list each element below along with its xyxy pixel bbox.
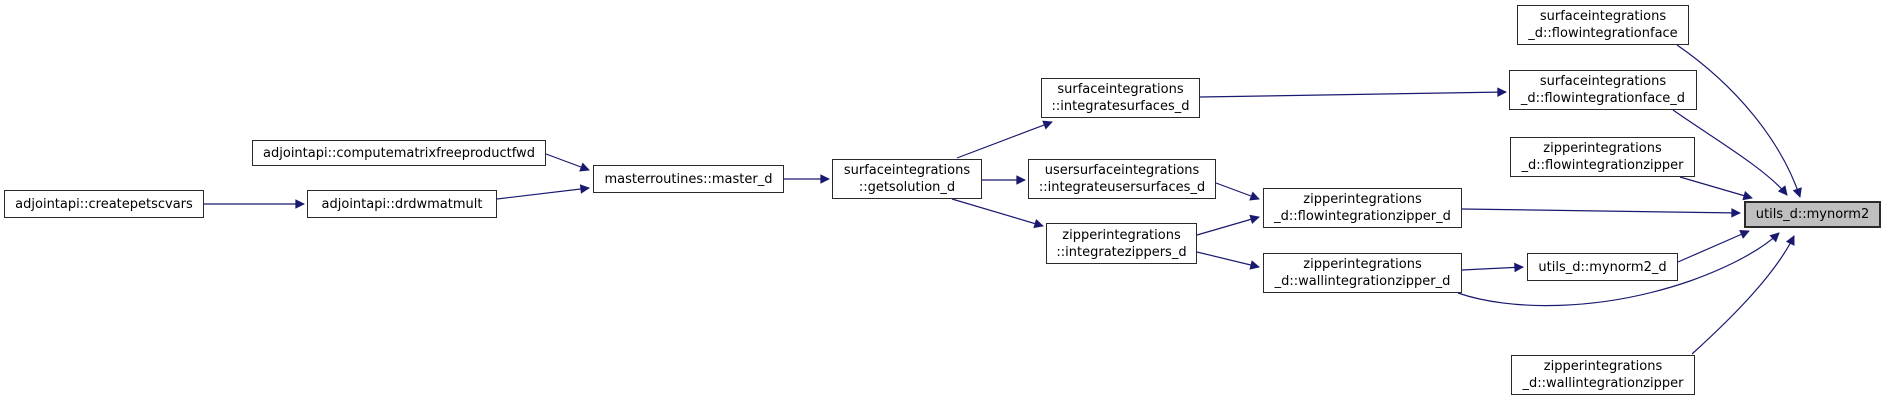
- node-adjointapi-computematrixfreeproductfwd[interactable]: adjointapi::computematrixfreeproductfwd: [252, 140, 546, 166]
- node-adjointapi-createpetscvars[interactable]: adjointapi::createpetscvars: [4, 190, 204, 218]
- edge-flowintegrationface-mynorm2: [1676, 44, 1802, 198]
- node-label-line2: _d::flowintegrationface: [1528, 26, 1678, 41]
- node-label-line2: ::integratezippers_d: [1056, 244, 1187, 260]
- node-label-line2: ::integratesurfaces_d: [1051, 99, 1190, 114]
- node-label-line1: surfaceintegrations: [1539, 9, 1667, 24]
- edge-wallintegrationzipper_d-mynorm2_d: [1461, 262, 1524, 273]
- node-label-line2: _d::wallintegrationzipper_d: [1274, 274, 1451, 289]
- edge-wallintegrationzipper-mynorm2: [1691, 235, 1795, 355]
- node-adjointapi-drdwmatmult[interactable]: adjointapi::drdwmatmult: [307, 190, 497, 218]
- node-label-line1: zipperintegrations: [1062, 227, 1181, 243]
- node-zipperintegrations-d-wallintegrationzipper[interactable]: zipperintegrations _d::wallintegrationzi…: [1511, 355, 1695, 395]
- node-zipperintegrations-integratezippers-d[interactable]: zipperintegrations ::integratezippers_d: [1046, 223, 1197, 264]
- node-surfaceintegrations-getsolution-d[interactable]: surfaceintegrations ::getsolution_d: [832, 159, 982, 199]
- edge-drdwmatmult-master_d: [496, 184, 590, 200]
- edge-flowintegrationzipper_d-mynorm2: [1461, 208, 1741, 218]
- node-label: masterroutines::master_d: [604, 171, 773, 187]
- node-label-line2: _d::flowintegrationface_d: [1520, 91, 1686, 106]
- node-label-line1: surfaceintegrations: [1057, 82, 1184, 97]
- node-label-line2: ::getsolution_d: [858, 180, 956, 195]
- node-utils-d-mynorm2-d[interactable]: utils_d::mynorm2_d: [1527, 253, 1678, 281]
- node-zipperintegrations-d-wallintegrationzipper-d[interactable]: zipperintegrations _d::wallintegrationzi…: [1263, 253, 1462, 293]
- node-label: adjointapi::drdwmatmult: [321, 196, 483, 212]
- edge-integratesurfaces_d-flowintegrationface_d: [1199, 87, 1507, 98]
- node-label-line1: surfaceintegrations: [1539, 74, 1667, 89]
- node-label-line1: zipperintegrations: [1543, 141, 1662, 156]
- edge-integratezippers_d-flowintegrationzipper_d: [1196, 214, 1260, 236]
- node-label: adjointapi::computematrixfreeproductfwd: [263, 145, 535, 161]
- node-surfaceintegrations-d-flowintegrationface[interactable]: surfaceintegrations _d::flowintegrationf…: [1517, 5, 1689, 45]
- edge-flowintegrationzipper-mynorm2: [1679, 176, 1753, 201]
- node-label-line2: ::integrateusersurfaces_d: [1038, 180, 1206, 195]
- node-label-line1: zipperintegrations: [1303, 257, 1422, 272]
- node-label: utils_d::mynorm2: [1755, 207, 1870, 222]
- node-usersurfaceintegrations-integrateusersurfaces-d[interactable]: usersurfaceintegrations ::integrateusers…: [1028, 159, 1216, 199]
- edge-mynorm2_d-mynorm2: [1677, 230, 1750, 263]
- node-zipperintegrations-d-flowintegrationzipper[interactable]: zipperintegrations _d::flowintegrationzi…: [1510, 137, 1695, 177]
- node-label-line2: _d::wallintegrationzipper: [1522, 376, 1684, 391]
- edge-flowintegrationface_d-mynorm2: [1672, 109, 1788, 196]
- edge-integrateusersurfaces_d-flowintegrationzipper_d: [1215, 182, 1260, 201]
- node-label-line2: _d::flowintegrationzipper: [1521, 158, 1684, 173]
- edge-wallintegrationzipper_d-mynorm2: [1457, 232, 1780, 307]
- edge-getsolution_d-integratesurfaces_d: [956, 120, 1053, 159]
- edge-computematrixfreeproductfwd-master_d: [545, 153, 590, 172]
- edge-getsolution_d-integratezippers_d: [951, 198, 1044, 229]
- node-label-line1: usersurfaceintegrations: [1044, 163, 1200, 178]
- node-surfaceintegrations-integratesurfaces-d[interactable]: surfaceintegrations ::integratesurfaces_…: [1041, 78, 1200, 118]
- node-label-line1: zipperintegrations: [1303, 192, 1422, 207]
- node-masterroutines-master-d[interactable]: masterroutines::master_d: [593, 165, 784, 193]
- node-label-line1: zipperintegrations: [1543, 359, 1663, 374]
- node-surfaceintegrations-d-flowintegrationface-d[interactable]: surfaceintegrations _d::flowintegrationf…: [1509, 70, 1697, 110]
- node-zipperintegrations-d-flowintegrationzipper-d[interactable]: zipperintegrations _d::flowintegrationzi…: [1263, 188, 1462, 228]
- edge-integratezippers_d-wallintegrationzipper_d: [1196, 251, 1260, 270]
- node-label: adjointapi::createpetscvars: [15, 196, 193, 212]
- node-label-line1: surfaceintegrations: [843, 163, 971, 178]
- node-utils-d-mynorm2-current: utils_d::mynorm2: [1744, 201, 1881, 228]
- node-label-line2: _d::flowintegrationzipper_d: [1274, 209, 1451, 224]
- node-label: utils_d::mynorm2_d: [1538, 259, 1667, 275]
